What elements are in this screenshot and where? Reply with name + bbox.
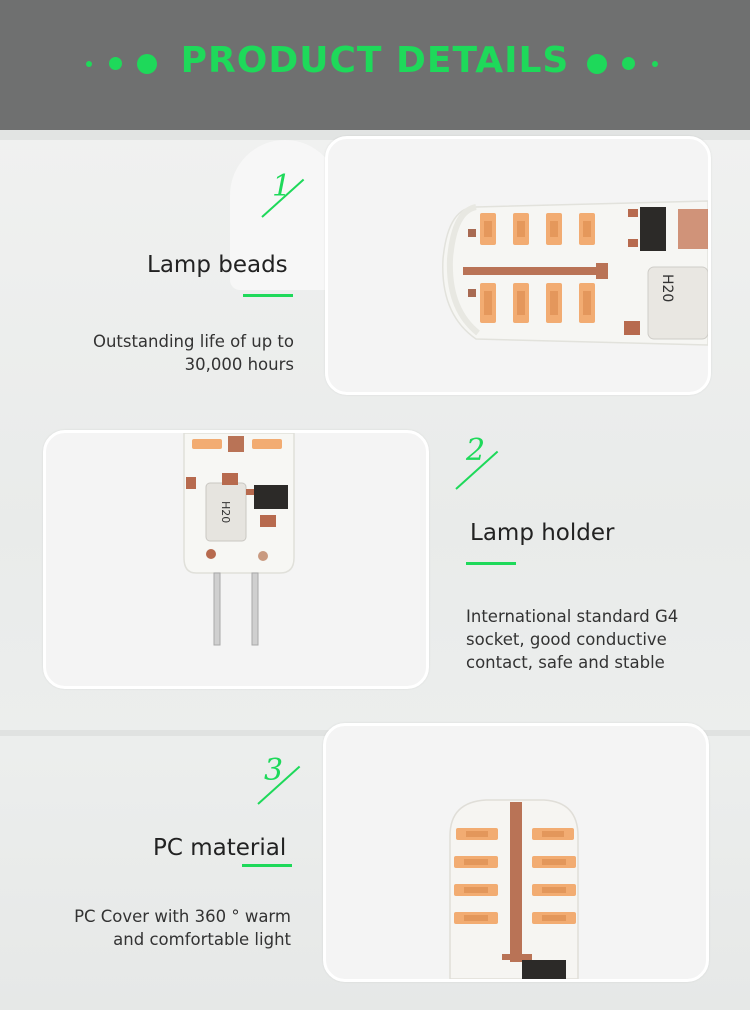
feature-2-image-card: H20 xyxy=(43,430,429,689)
chip-marking-text: H20 xyxy=(659,274,675,302)
feature-3-image-card xyxy=(323,723,709,982)
g4-lamp-holder-image: H20 xyxy=(183,433,295,646)
feature-1-description: Outstanding life of up to 30,000 hours xyxy=(40,330,294,376)
feature-2-description-line: International standard G4 xyxy=(466,607,679,626)
feature-3-title: PC material xyxy=(153,835,287,861)
feature-3-underline xyxy=(242,864,292,867)
decor-dot-large-left xyxy=(137,54,157,74)
feature-2-title: Lamp holder xyxy=(470,520,615,546)
feature-1-underline xyxy=(243,294,293,297)
feature-1-title: Lamp beads xyxy=(147,252,288,278)
header-banner: PRODUCT DETAILS xyxy=(0,0,750,130)
feature-1-description-line: Outstanding life of up to xyxy=(92,332,294,351)
feature-3-description-line: and comfortable light xyxy=(113,930,291,949)
feature-2-underline xyxy=(466,562,516,565)
lamp-beads-image: H20 xyxy=(442,200,708,346)
feature-1-description-line: 30,000 hours xyxy=(184,355,294,374)
decor-dot-medium-left xyxy=(109,57,122,70)
background-wall-panel xyxy=(0,130,750,140)
page-title: PRODUCT DETAILS xyxy=(180,40,570,81)
feature-2-description: International standard G4 socket, good c… xyxy=(466,605,736,674)
chip-marking-text: H20 xyxy=(219,501,232,523)
decor-dot-large-right xyxy=(587,54,607,74)
decor-dot-medium-right xyxy=(622,57,635,70)
pc-cover-image xyxy=(449,799,579,979)
feature-1-image-card: H20 xyxy=(325,136,711,395)
background-lamp-shade xyxy=(230,140,340,290)
feature-2-number: 2 xyxy=(466,433,486,468)
feature-2-description-line: socket, good conductive xyxy=(466,630,667,649)
decor-dot-small-left xyxy=(86,61,92,67)
decor-dot-small-right xyxy=(652,61,658,67)
feature-3-description-line: PC Cover with 360 ° warm xyxy=(74,907,291,926)
feature-3-number: 3 xyxy=(264,753,284,788)
feature-2-description-line: contact, safe and stable xyxy=(466,653,665,672)
feature-3-description: PC Cover with 360 ° warm and comfortable… xyxy=(40,905,291,951)
